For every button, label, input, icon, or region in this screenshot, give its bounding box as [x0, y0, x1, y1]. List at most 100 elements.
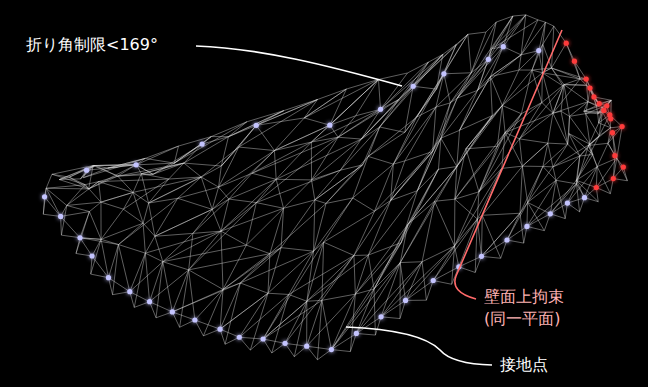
mesh-edge: [193, 209, 212, 233]
mesh-edge: [43, 214, 60, 216]
mesh-edge: [356, 263, 400, 334]
mesh-edge: [145, 146, 178, 158]
mesh-edge: [195, 289, 223, 320]
mesh-edge: [381, 317, 400, 319]
mesh-edge: [354, 255, 355, 294]
mesh-edge: [100, 202, 101, 239]
mesh-edge: [528, 167, 553, 203]
mesh-edge: [99, 182, 101, 203]
mesh-edge: [91, 274, 109, 278]
mesh-edge: [130, 292, 150, 302]
mesh-edge: [123, 209, 143, 223]
mesh-edge: [256, 111, 284, 126]
mesh-edge: [143, 223, 145, 253]
mesh-edge: [566, 43, 574, 61]
mesh-edge: [492, 15, 526, 49]
mesh-edge: [101, 239, 108, 277]
mesh-edge: [569, 134, 590, 145]
mesh-edge: [354, 255, 368, 256]
wall-constraint-point: [564, 41, 569, 46]
mesh-edge: [488, 22, 496, 59]
mesh-edge: [193, 231, 221, 233]
ground-point: [77, 235, 82, 240]
mesh-edge: [393, 74, 444, 164]
mesh-edge: [189, 270, 223, 290]
ground-point: [565, 200, 570, 205]
mesh-edge: [331, 294, 355, 349]
mesh-edge: [435, 167, 457, 202]
mesh-edge: [356, 289, 374, 333]
mesh-edge: [576, 155, 592, 181]
ground-point-leader: [346, 327, 492, 365]
mesh-edge: [239, 99, 318, 147]
mesh-edge: [459, 219, 478, 267]
mesh-edge: [61, 216, 80, 237]
wall-constraint-point: [587, 86, 592, 91]
mesh-edge: [46, 174, 52, 188]
mesh-edge: [307, 255, 354, 301]
ground-point: [536, 48, 541, 53]
mesh-edge: [584, 106, 597, 111]
ground-point: [192, 317, 197, 322]
mesh-edge: [438, 138, 440, 169]
mesh-edge: [505, 133, 522, 167]
mesh-edge: [490, 77, 502, 106]
mesh-edge: [478, 55, 522, 91]
mesh-edge: [268, 251, 314, 293]
mesh-edge: [113, 245, 119, 295]
mesh-edge: [576, 136, 599, 181]
mesh-edge: [556, 180, 577, 184]
mesh-edge: [307, 300, 322, 302]
mesh-edge: [289, 251, 314, 294]
mesh-edge: [527, 180, 556, 226]
mesh-edge: [456, 34, 467, 44]
mesh-edge: [59, 166, 95, 180]
mesh-edge: [240, 248, 281, 283]
ground-point: [217, 327, 222, 332]
mesh-edge: [229, 199, 256, 203]
mesh-edge: [189, 254, 270, 270]
mesh-edge: [263, 242, 324, 339]
ground-point: [378, 107, 383, 112]
mesh-edge: [268, 248, 281, 294]
mesh-edge: [220, 293, 268, 329]
mesh-edge: [307, 300, 322, 346]
mesh-edge: [315, 170, 341, 200]
mesh-edge: [561, 111, 570, 116]
mesh-edge: [522, 166, 543, 167]
mesh-edge: [276, 179, 311, 181]
mesh-edge: [212, 151, 274, 210]
mesh-edge: [391, 138, 441, 200]
mesh-edge: [350, 294, 355, 351]
mesh-edge: [141, 174, 168, 179]
mesh-edge: [354, 211, 375, 255]
mesh-edge: [356, 333, 375, 335]
mesh-edge: [284, 180, 312, 208]
mesh-edge: [201, 147, 239, 177]
ground-point: [89, 253, 94, 258]
mesh-edge: [45, 197, 61, 217]
mesh-edge: [588, 143, 607, 145]
mesh-edge: [460, 77, 491, 131]
mesh-edge: [315, 200, 326, 203]
mesh-edge: [521, 20, 538, 55]
mesh-edge: [123, 192, 133, 209]
mesh-edge: [46, 185, 85, 189]
mesh-edge: [408, 167, 457, 225]
mesh-edge: [330, 79, 379, 125]
mesh-edge: [113, 292, 130, 295]
mesh-edge: [178, 187, 219, 198]
mesh-edge: [444, 34, 468, 73]
wall-constraint-point: [619, 124, 624, 129]
ground-point: [106, 275, 111, 280]
mesh-edge: [507, 202, 528, 240]
ground-point: [133, 162, 138, 167]
mesh-edge: [223, 245, 246, 289]
ground-point: [304, 344, 309, 349]
mesh-edge: [306, 301, 307, 346]
mesh-edge: [95, 166, 108, 169]
mesh-edge: [502, 105, 521, 113]
mesh-edge: [67, 202, 101, 205]
mesh-edge: [522, 143, 547, 166]
mesh-edge: [80, 238, 118, 245]
